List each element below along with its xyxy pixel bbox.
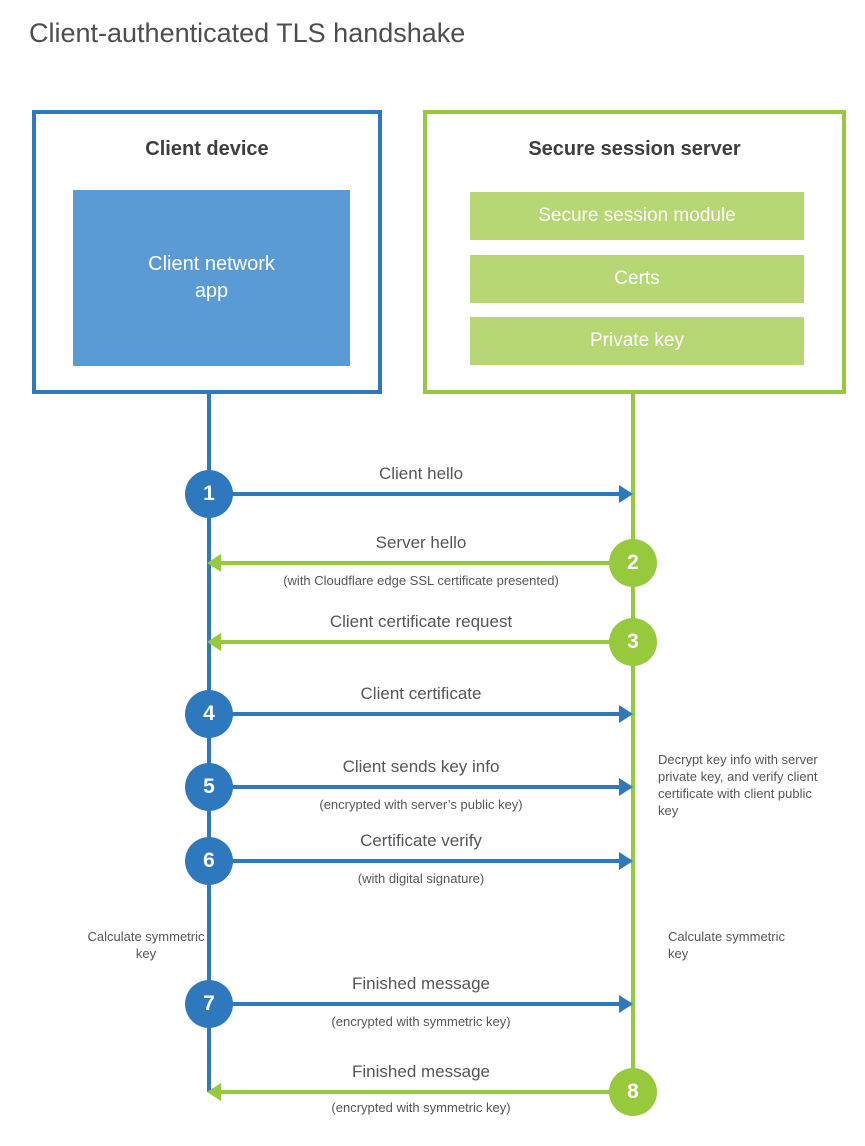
step-number-badge: 1 <box>185 470 233 518</box>
calculate-symmetric-key-server: Calculate symmetric key <box>668 929 786 961</box>
step-sublabel: (encrypted with symmetric key) <box>331 1100 511 1115</box>
step-label: Finished message <box>352 1062 490 1081</box>
page-title: Client-authenticated TLS handshake <box>29 18 466 48</box>
arrowhead-left-icon <box>207 554 221 572</box>
arrow-line-step-4 <box>209 712 620 716</box>
step-number-badge: 2 <box>609 539 657 587</box>
server-module-bar: Secure session module <box>470 192 804 240</box>
step-label: Client certificate <box>360 684 482 703</box>
server-module-bar: Certs <box>470 255 804 303</box>
arrowhead-right-icon <box>619 852 633 870</box>
step-label: Client certificate request <box>329 612 513 631</box>
calculate-symmetric-key-client: Calculate symmetric key <box>87 929 205 961</box>
step-sublabel: (with Cloudflare edge SSL certificate pr… <box>283 573 559 588</box>
client-lifeline <box>207 393 211 1092</box>
arrow-line-step-7 <box>209 1002 620 1006</box>
arrowhead-right-icon <box>619 995 633 1013</box>
arrowhead-right-icon <box>619 485 633 503</box>
step-number-badge: 6 <box>185 837 233 885</box>
secure-session-server-box: Secure session server Secure session mod… <box>423 110 846 394</box>
step-label: Client hello <box>378 464 464 483</box>
arrowhead-right-icon <box>619 778 633 796</box>
arrowhead-right-icon <box>619 705 633 723</box>
step-number-badge: 5 <box>185 763 233 811</box>
arrow-line-step-6 <box>209 859 620 863</box>
arrow-line-step-3 <box>221 640 632 644</box>
client-network-app-box: Client network app <box>73 190 350 366</box>
step-number-badge: 7 <box>185 980 233 1028</box>
step-label: Finished message <box>352 974 490 993</box>
step-sublabel: (with digital signature) <box>357 871 485 886</box>
server-module-bar: Private key <box>470 317 804 365</box>
step-number-badge: 8 <box>609 1068 657 1116</box>
arrow-line-step-8 <box>221 1090 632 1094</box>
step-number-badge: 4 <box>185 690 233 738</box>
client-device-box: Client device Client network app <box>32 110 382 394</box>
arrowhead-left-icon <box>207 633 221 651</box>
step-sublabel: (encrypted with server’s public key) <box>319 797 523 812</box>
step-number-badge: 3 <box>609 618 657 666</box>
step-label: Server hello <box>375 533 467 552</box>
arrowhead-left-icon <box>207 1083 221 1101</box>
server-lifeline <box>631 393 635 1092</box>
step-label: Certificate verify <box>360 831 482 850</box>
arrow-line-step-5 <box>209 785 620 789</box>
arrow-line-step-1 <box>209 492 620 496</box>
client-device-title: Client device <box>145 138 269 160</box>
secure-session-server-title: Secure session server <box>528 138 741 160</box>
client-network-app-label: Client network app <box>148 253 275 302</box>
decrypt-note: Decrypt key info with server private key… <box>658 752 818 818</box>
arrow-line-step-2 <box>221 561 632 565</box>
step-sublabel: (encrypted with symmetric key) <box>331 1014 511 1029</box>
step-label: Client sends key info <box>342 757 500 776</box>
